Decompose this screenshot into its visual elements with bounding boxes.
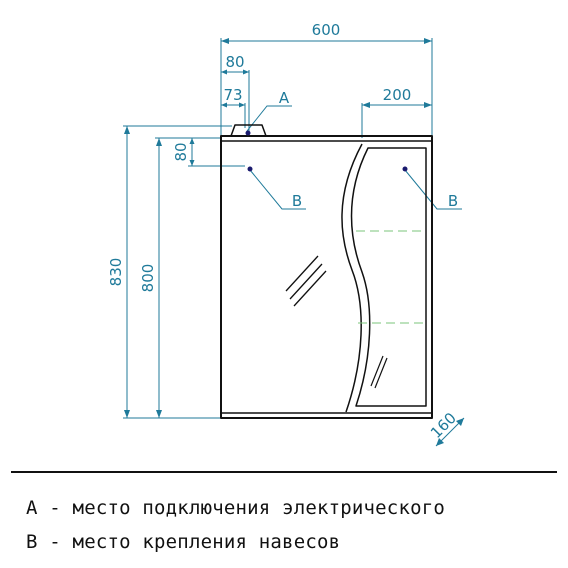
- arrow-socket-bottom: [189, 160, 195, 166]
- arrow-830-top: [124, 126, 130, 134]
- arrow-73-left: [221, 102, 227, 108]
- dim-text-830: 830: [107, 258, 125, 287]
- leader-b-left: [249, 169, 306, 210]
- dim-text-73: 73: [223, 86, 242, 104]
- dim-text-80-top: 80: [225, 53, 244, 71]
- arrow-800-bottom: [156, 410, 162, 418]
- legend-item-a: A - место подключения электрического: [26, 497, 446, 519]
- mirror-glare-2: [289, 263, 323, 300]
- arrow-80-left: [221, 69, 227, 75]
- dim-text-600: 600: [312, 21, 341, 39]
- arrow-600-right: [424, 38, 432, 44]
- wave-shelf-frame: [350, 147, 427, 407]
- handle-line-1: [370, 355, 384, 387]
- arrow-socket-top: [189, 138, 195, 144]
- mount-point-outlet: [245, 130, 251, 136]
- handle-line-2: [374, 357, 388, 389]
- arrow-160-end: [456, 418, 464, 426]
- leader-a: [246, 105, 292, 132]
- legend-item-b: B - место крепления навесов: [26, 531, 341, 553]
- callout-a-label: A: [279, 89, 290, 107]
- arrow-73-right: [239, 102, 245, 108]
- dim-text-200: 200: [383, 86, 412, 104]
- mirror-glare-3: [293, 270, 327, 307]
- dim-text-800: 800: [139, 264, 157, 293]
- mount-point-right: [402, 166, 408, 172]
- dim-text-80-side: 80: [172, 142, 190, 161]
- arrow-600-left: [221, 38, 229, 44]
- wave-door-edge: [341, 143, 363, 413]
- leader-b-right: [404, 169, 462, 210]
- arrow-200-right: [424, 102, 432, 108]
- cabinet-outline: [220, 135, 433, 419]
- mirror-glare-1: [285, 255, 319, 292]
- arrow-80-right: [243, 69, 249, 75]
- arrow-200-left: [362, 102, 370, 108]
- mount-point-left: [247, 166, 253, 172]
- outlet-box: [230, 124, 267, 137]
- arrow-160-start: [436, 438, 444, 446]
- arrow-800-top: [156, 138, 162, 146]
- callout-b-right-label: B: [448, 192, 458, 210]
- arrow-830-bottom: [124, 410, 130, 418]
- callout-b-left-label: B: [292, 192, 302, 210]
